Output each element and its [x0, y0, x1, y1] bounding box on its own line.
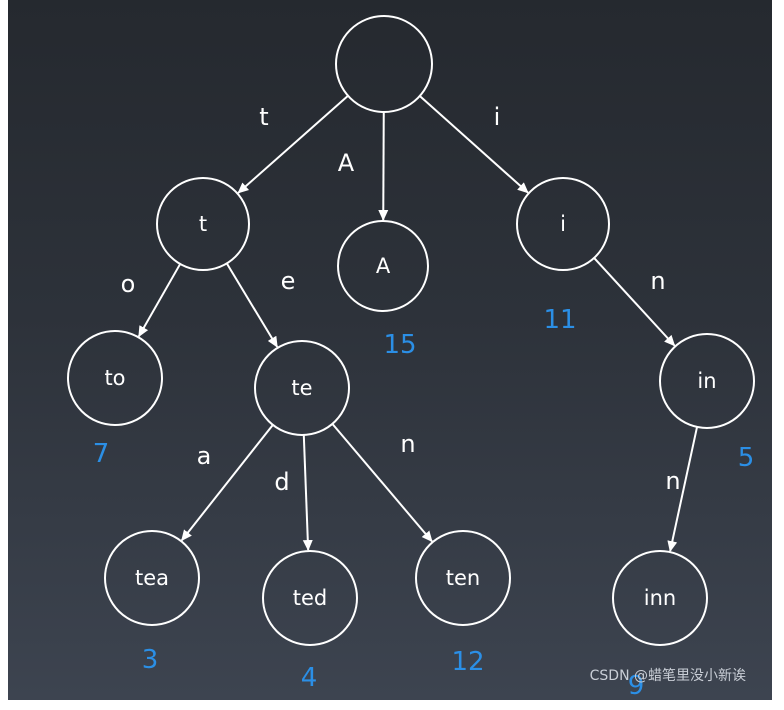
node-circle [337, 220, 429, 312]
edge-line [237, 95, 349, 194]
edge-in-inn [667, 426, 699, 553]
node-circle [104, 530, 200, 626]
edge-te-ten [331, 423, 433, 543]
node-circle [156, 177, 250, 271]
edge-label-t-te: e [281, 267, 296, 295]
node-tea: tea [104, 530, 200, 626]
node-ted: ted [262, 550, 358, 646]
edge-te-tea [180, 424, 274, 542]
edge-line [180, 424, 274, 542]
edge-label-te-ten: n [400, 430, 415, 458]
edge-label-root-i: i [494, 103, 501, 131]
node-A: A [337, 220, 429, 312]
node-label: A [376, 254, 391, 278]
node-in: in [659, 333, 755, 429]
value-label-i: 11 [543, 305, 576, 335]
node-label: tea [135, 566, 169, 590]
edge-line [331, 423, 433, 543]
node-label: ted [293, 586, 327, 610]
value-label-A: 15 [383, 330, 416, 360]
edge-line [419, 95, 529, 194]
edge-label-root-t: t [259, 103, 268, 131]
node-to: to [67, 330, 163, 426]
node-t: t [156, 177, 250, 271]
node-circle [67, 330, 163, 426]
edge-line [302, 434, 313, 552]
edge-root-t [237, 95, 349, 194]
node-ten: ten [415, 530, 511, 626]
node-circle [415, 530, 511, 626]
value-label-to: 7 [93, 439, 110, 469]
edge-label-i-in: n [650, 267, 665, 295]
node-circle [612, 550, 708, 646]
edge-line [225, 262, 279, 348]
node-te: te [254, 340, 350, 436]
node-label: inn [644, 586, 676, 610]
node-circle [254, 340, 350, 436]
node-circle [659, 333, 755, 429]
edge-label-te-ted: d [274, 468, 289, 496]
node-label: in [697, 369, 716, 393]
node-label: te [291, 376, 312, 400]
node-label: t [199, 212, 207, 236]
edge-label-te-tea: a [197, 442, 212, 470]
edge-line [667, 426, 699, 553]
node-label: to [104, 366, 125, 390]
edge-root-A [378, 111, 389, 222]
value-label-ted: 4 [301, 663, 318, 693]
node-circle [516, 177, 610, 271]
edge-label-root-A: A [338, 149, 355, 177]
value-label-inn: 9 [628, 671, 645, 700]
node-circle [262, 550, 358, 646]
node-i: i [516, 177, 610, 271]
watermark: CSDN @蜡笔里没小新诶 [590, 668, 746, 684]
edge-label-in-inn: n [665, 467, 680, 495]
edge-t-te [225, 262, 279, 348]
node-inn: inn [612, 550, 708, 646]
value-label-tea: 3 [142, 645, 159, 675]
node-label: i [560, 212, 566, 236]
edge-line [593, 257, 676, 347]
value-label-ten: 12 [451, 647, 484, 677]
node-circle [335, 15, 433, 113]
edge-line [137, 263, 182, 338]
edge-root-i [419, 95, 529, 194]
edge-line [378, 111, 389, 222]
node-root [335, 15, 433, 113]
edge-i-in [593, 257, 676, 347]
edge-t-to [137, 263, 182, 338]
node-label: ten [446, 566, 480, 590]
value-label-in: 5 [738, 443, 755, 473]
edge-label-t-to: o [121, 270, 136, 298]
edge-te-ted [302, 434, 313, 552]
